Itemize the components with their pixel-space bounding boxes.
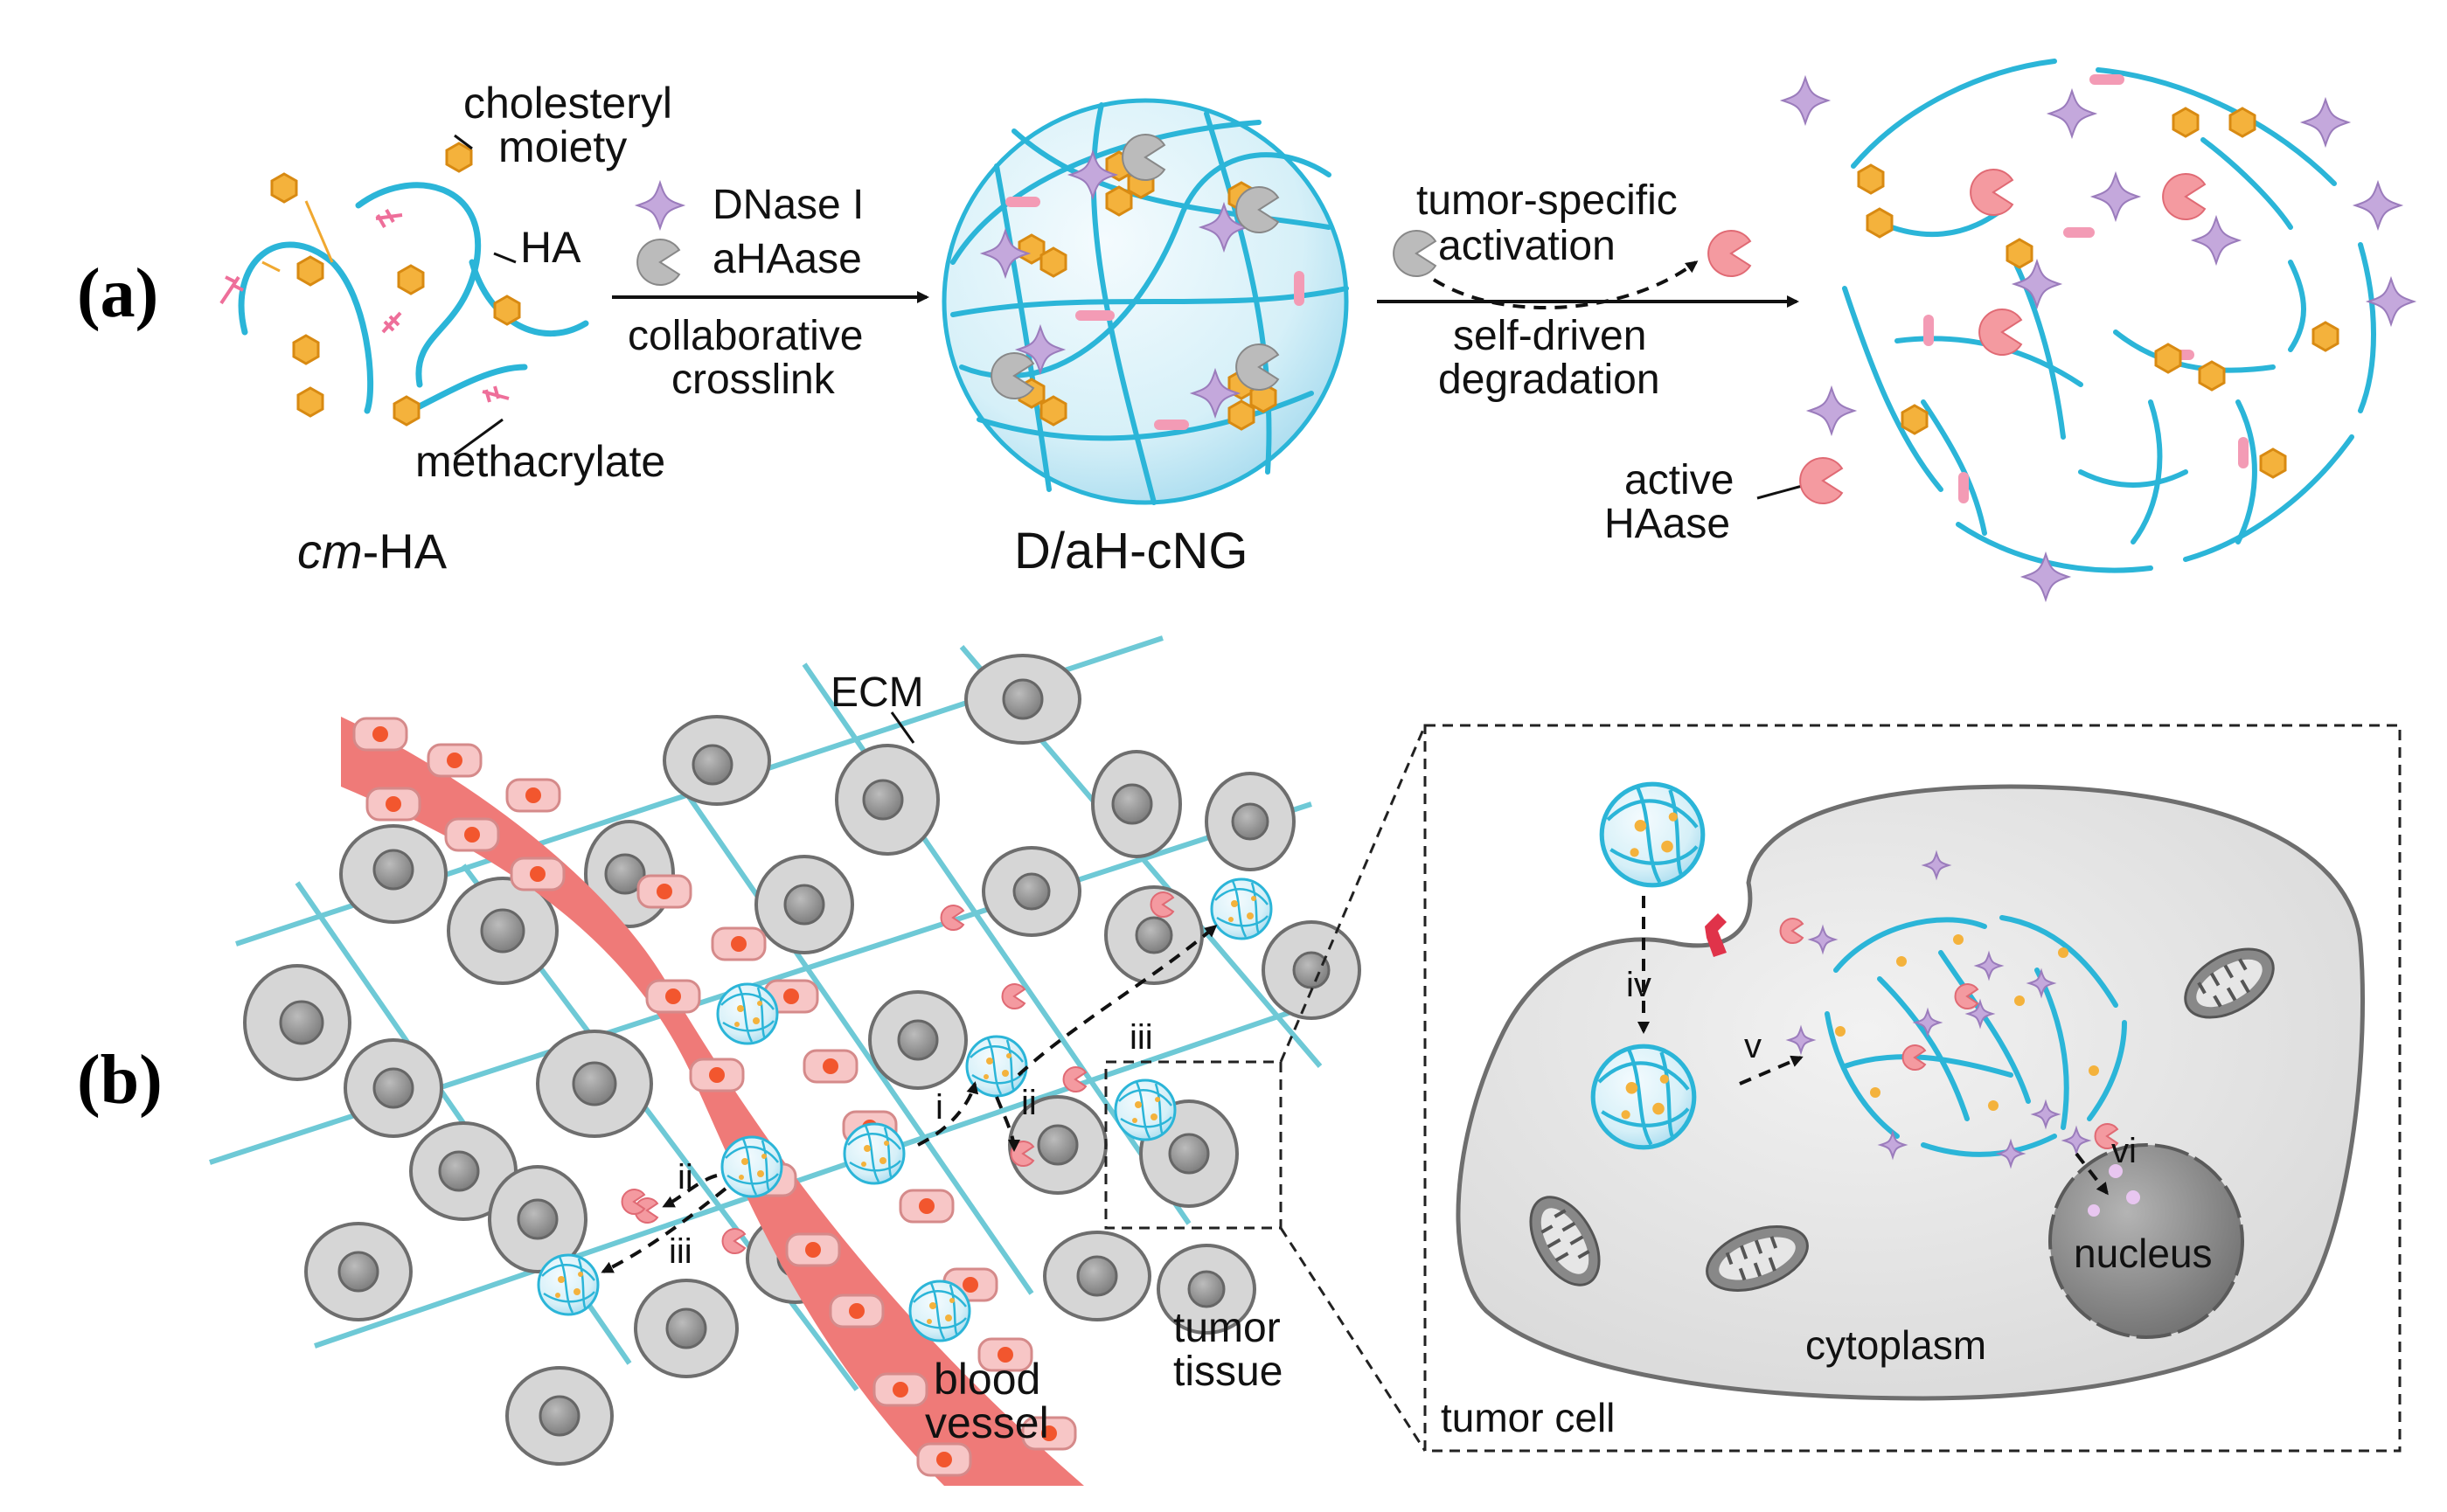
ha-suffix: -HA bbox=[363, 524, 448, 579]
degradation-label: degradation bbox=[1438, 357, 1660, 403]
ha-label: HA bbox=[520, 223, 581, 272]
blood-vessel bbox=[341, 717, 1084, 1486]
cholesteryl-label: cholesteryl bbox=[463, 79, 672, 128]
nanogel-label: D/aH-cNG bbox=[1014, 523, 1248, 579]
cm-italic: cm bbox=[297, 524, 363, 579]
step-iii-label-2: iii bbox=[669, 1232, 692, 1271]
dnase-label: DNase I bbox=[713, 182, 864, 228]
tumor-label: tumor bbox=[1173, 1305, 1281, 1351]
tumor-specific-label: tumor-specific bbox=[1416, 177, 1678, 224]
ahaase-icon bbox=[636, 239, 680, 286]
step-ii-label: ii bbox=[1021, 1084, 1037, 1122]
ecm-label: ECM bbox=[831, 669, 924, 716]
activated-haase-icon bbox=[1707, 230, 1751, 277]
step-v-label: v bbox=[1744, 1027, 1762, 1065]
active-haase-icon bbox=[1799, 457, 1843, 504]
active-label: active bbox=[1624, 457, 1734, 503]
step-i-label: i bbox=[935, 1088, 943, 1127]
zoom-region bbox=[1104, 1060, 1283, 1230]
blood-label: blood bbox=[934, 1355, 1040, 1404]
step-iv-label: iv bbox=[1626, 966, 1651, 1004]
moiety-label: moiety bbox=[498, 122, 627, 171]
activation-label: activation bbox=[1438, 223, 1616, 269]
collaborative-label: collaborative bbox=[628, 313, 863, 359]
degraded-fragments bbox=[1782, 59, 2415, 600]
ahaase-label: aHAase bbox=[713, 236, 862, 282]
inactive-haase-icon bbox=[1393, 230, 1436, 277]
step-iii-label: iii bbox=[1130, 1018, 1153, 1057]
methacrylate-label: methacrylate bbox=[415, 437, 665, 486]
tissue-transport bbox=[537, 877, 1273, 1316]
tumor-cell-inset bbox=[1423, 724, 2402, 1453]
cytoplasm-label: cytoplasm bbox=[1805, 1322, 1986, 1368]
dnase-icon bbox=[636, 182, 684, 229]
vessel-label: vessel bbox=[925, 1398, 1049, 1447]
tissue-label: tissue bbox=[1173, 1349, 1283, 1395]
self-driven-label: self-driven bbox=[1453, 313, 1646, 359]
nucleus-label: nucleus bbox=[2074, 1231, 2213, 1276]
step-vi-label: vi bbox=[2111, 1132, 2137, 1170]
panel-b-label: (b) bbox=[77, 1042, 163, 1119]
tumor-cell-label: tumor cell bbox=[1441, 1395, 1615, 1440]
tumor-tissue-cells bbox=[243, 654, 1361, 1466]
cm-ha-illustration bbox=[219, 134, 589, 456]
activation-arrow bbox=[1432, 260, 1699, 309]
panel-a-label: (a) bbox=[77, 255, 158, 332]
haase-label: HAase bbox=[1604, 501, 1730, 547]
cm-ha-label: cm-HA bbox=[297, 524, 448, 579]
crosslink-label: crosslink bbox=[671, 357, 836, 403]
nanogel-sphere bbox=[942, 98, 1349, 505]
step-ii-label-2: ii bbox=[678, 1158, 693, 1196]
